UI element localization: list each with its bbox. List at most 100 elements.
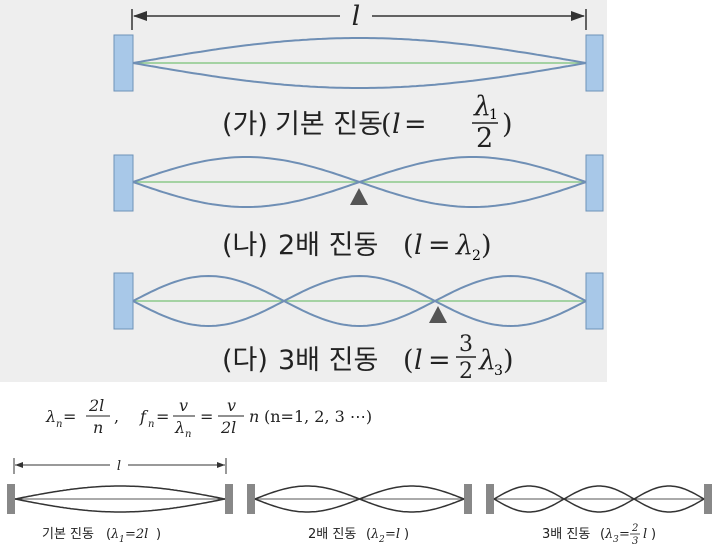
bottom-caption-num: 2 [631,523,638,534]
bottom-caption-sub: 3 [613,535,619,545]
bottom-caption-text: 기본 진동 [42,527,94,542]
formula-f-sub: n [148,419,154,430]
formula-den-lambda: λ [174,418,185,437]
formula-den-2l: 2l [220,418,236,437]
caption-text: 3배 진동 [278,345,378,376]
bottom-wall-1-right [225,484,233,514]
bottom-arrow-right [217,462,225,468]
top-mode-2-envelope-upper [132,156,587,184]
formula-condition: (n=1, 2, 3 ⋯) [264,407,372,426]
caption-rhs-sub: 3 [494,363,503,379]
bottom-caption-open: ( [366,527,371,542]
caption-text: 2배 진동 [278,230,378,261]
bottom-wall-2-right [464,484,472,514]
bottom-caption-sub: 2 [378,535,385,545]
bottom-caption-text: 2배 진동 [308,527,356,542]
caption-math-l: l [392,109,401,140]
bottom-walls [7,484,712,514]
bottom-wall-1-left [7,484,15,514]
caption-eq: = [428,230,451,261]
wall-left-2 [113,154,134,212]
caption-paren-open: ( [381,109,392,140]
node-marker-mode2 [350,188,368,205]
bottom-mode-2-envelope-upper [254,485,465,500]
bottom-caption-fundamental: 기본 진동 ( λ 1 =2l ) [42,527,161,545]
top-mode-3-envelope-lower [132,299,587,328]
bottom-caption-rhs: =2l [125,527,148,542]
top-mode-3-envelope-upper [132,274,587,303]
formula-tail-n: n [249,407,259,426]
standing-wave-figure: l (가) 기본 진동 ( l = λ 1 2 ) [113,1,604,382]
caption-paren-close: ) [502,109,513,140]
bottom-caption-open: ( [600,527,605,542]
wavelength-frequency-formula: λ n = 2l n , f n = v λ n = v 2l n (n=1, … [45,397,372,440]
bottom-mode-1-envelope-lower [14,498,226,513]
bottom-caption-second: 2배 진동 ( λ 2 =l ) [308,527,409,545]
bottom-length-label: l [117,459,121,474]
bottom-caption-text: 3배 진동 [542,527,590,542]
formula-comma: , [114,407,119,426]
bottom-wall-3-right [704,484,712,514]
bottom-wall-2-left [247,484,255,514]
bottom-caption-eq: = [619,527,630,542]
caption-rhs-lambda: λ [478,345,496,376]
wall-right-2 [585,154,604,212]
top-figure-panel: l (가) 기본 진동 ( l = λ 1 2 ) [0,0,607,382]
formula-eq-2: = [156,407,169,426]
caption-eq: = [428,345,451,376]
caption-third-harmonic: (다) 3배 진동 ( l = 3 2 λ 3 ) [222,332,514,382]
bottom-mode-2-envelope-lower [254,498,465,513]
caption-eq: = [404,109,427,140]
bottom-caption-close: ) [156,527,161,542]
caption-paren-open: ( [403,230,414,261]
caption-fundamental: (가) 기본 진동 ( l = λ 1 2 ) [222,91,513,154]
formula-den-sub: n [185,429,191,440]
bottom-mode-3-envelope-lower [493,498,705,513]
formula-lambda: λ [45,407,56,426]
bottom-mode-strip: l 기본 진동 ( λ 1 =2l ) 2배 진동 ( λ 2 =l ) 3배 … [7,458,712,547]
caption-den: 2 [476,123,493,154]
bottom-caption-rhs: =l [385,527,400,542]
formula-f: f [139,407,149,426]
caption-text: 기본 진동 [275,109,383,140]
caption-second-harmonic: (나) 2배 진동 ( l = λ 2 ) [222,230,492,264]
top-waves [132,37,587,328]
bottom-caption-third: 3배 진동 ( λ 3 = 2 3 l ) [542,523,656,547]
bottom-caption-sym: λ [110,527,119,542]
wall-right-1 [585,34,604,92]
bottom-waves [14,485,705,513]
top-mode-1-envelope-upper [132,37,587,64]
bottom-mode-1-envelope-upper [14,485,226,500]
caption-num: 3 [459,332,473,357]
bottom-caption-sym: λ [370,527,379,542]
formula-num-v2: v [227,397,236,415]
top-mode-2-envelope-lower [132,180,587,208]
caption-marker: (가) [222,109,268,140]
caption-paren-close: ) [481,230,492,261]
formula-eq: = [63,407,76,426]
caption-num-lambda: λ [473,91,491,122]
formula-den-n: n [93,418,103,437]
length-label: l [352,1,361,32]
bottom-wall-3-left [486,484,494,514]
bottom-caption-sym: λ [604,527,613,542]
top-mode-1-envelope-lower [132,62,587,89]
bottom-arrow-left [15,462,23,468]
caption-paren-close: ) [503,345,514,376]
caption-rhs-lambda: λ [455,230,473,261]
wall-right-3 [585,272,604,330]
bottom-caption-den: 3 [632,536,638,547]
walls [113,34,604,330]
caption-num-sub: 1 [489,107,498,123]
node-marker-mode3 [429,306,447,323]
bottom-caption-close: ) [404,527,409,542]
wall-left-1 [113,34,134,92]
caption-math-l: l [414,345,423,376]
formula-eq-3: = [200,407,213,426]
caption-paren-open: ( [403,345,414,376]
bottom-caption-tail: l [643,527,647,542]
wall-left-3 [113,272,134,330]
dimension-arrow-right [571,11,585,21]
caption-rhs-sub: 2 [472,248,481,264]
caption-marker: (다) [222,345,268,376]
